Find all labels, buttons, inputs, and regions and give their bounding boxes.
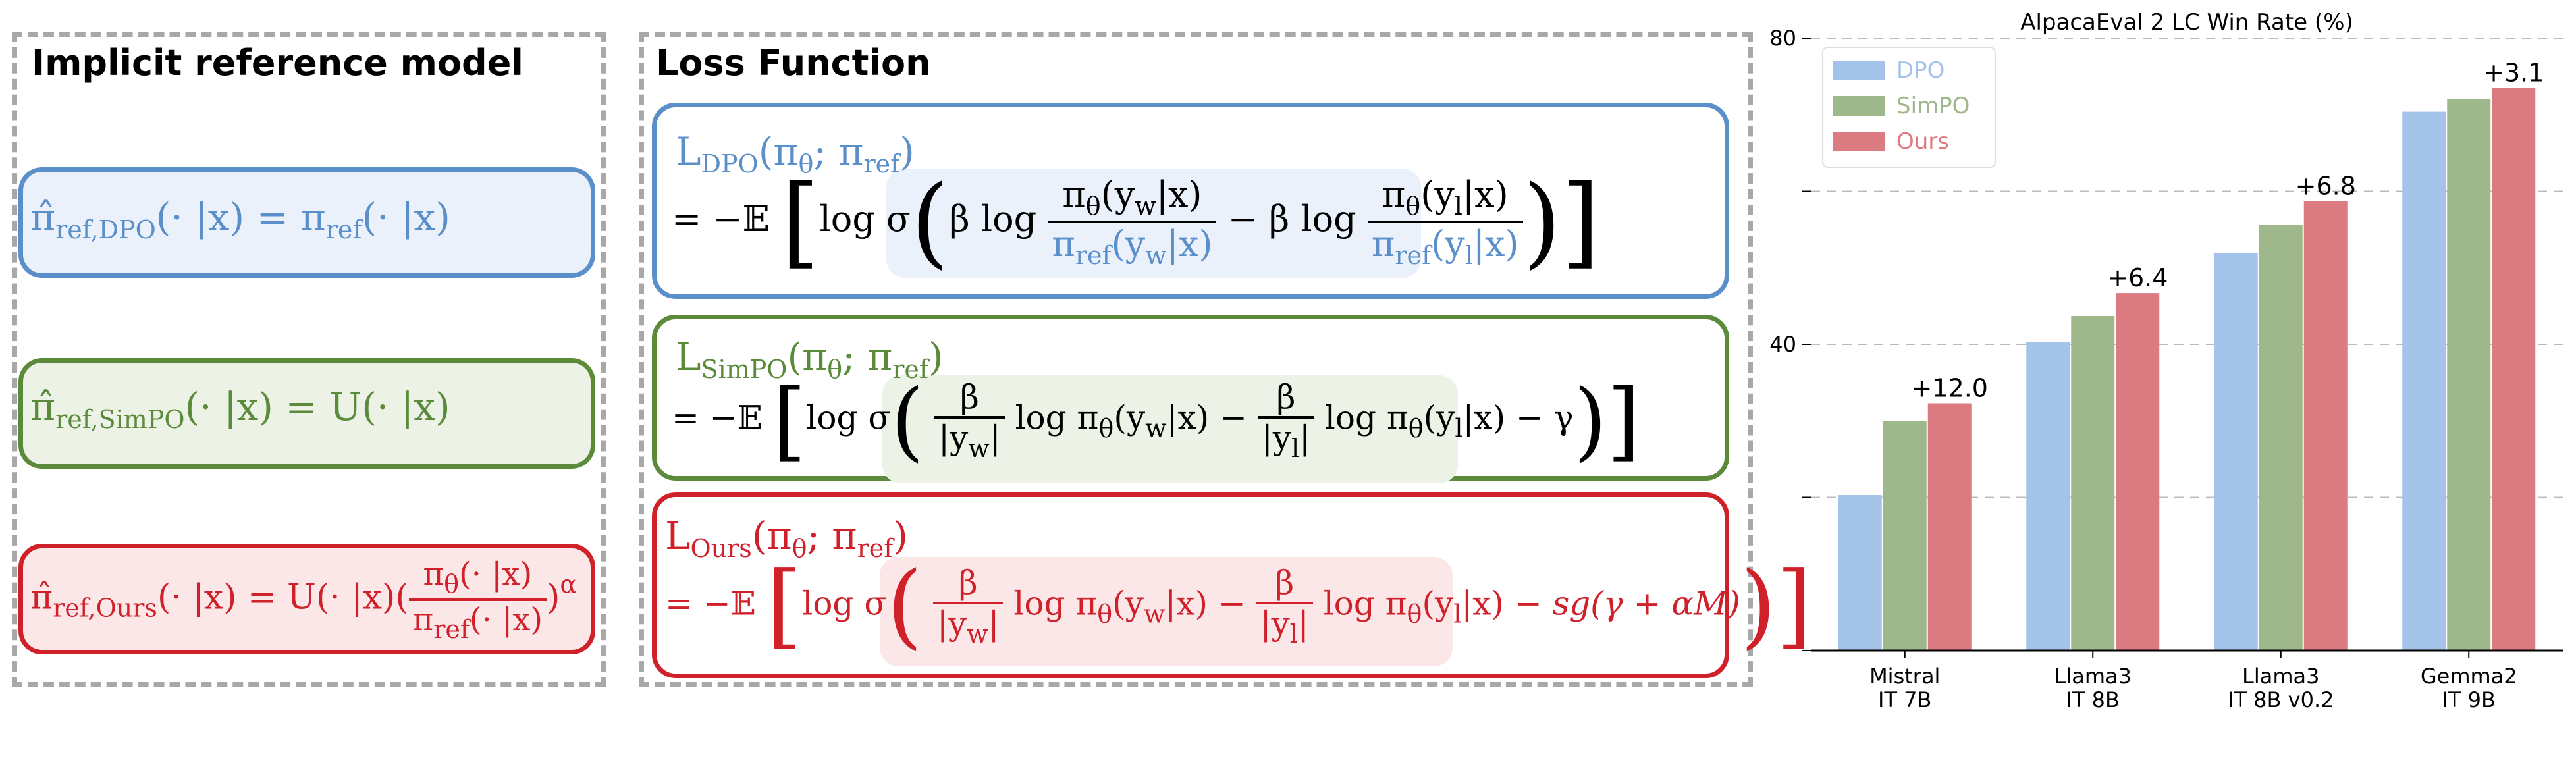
ours-loss-highlight <box>880 557 1453 666</box>
legend-label: DPO <box>1896 57 1945 84</box>
bar-simpo <box>2447 99 2491 650</box>
simpo-loss-label: LSimPO(πθ; πref) <box>676 334 944 384</box>
dpo-loss-label: LDPO(πθ; πref) <box>676 129 915 178</box>
bar-ours <box>1927 403 1972 650</box>
ours-loss-box <box>652 492 1729 678</box>
bar-dpo <box>2402 111 2446 651</box>
chart-axes: 40 80 <box>1769 26 2563 658</box>
bar-ours <box>2303 201 2348 650</box>
simpo-loss-expression: = −𝔼 [log σ( β|yw| log πθ(yw|x) − β|yl| … <box>672 370 1641 471</box>
x-tick-label: Llama3 <box>2242 664 2319 689</box>
bar-dpo <box>1838 495 1882 650</box>
x-tick-label: Mistral <box>1869 664 1940 689</box>
dpo-loss-highlight <box>886 169 1421 278</box>
simpo-reference-formula: π̂ref,SimPO(· |x) = U(· |x) <box>30 385 450 434</box>
loss-function-title: Loss Function <box>656 42 931 84</box>
x-tick-label: Gemma2 <box>2421 664 2517 689</box>
bar-ours <box>2492 88 2536 650</box>
bar-annotation: +3.1 <box>2483 59 2544 88</box>
bar-ours <box>2116 293 2160 650</box>
pi-hat-symbol: π̂ <box>30 195 56 240</box>
chart-legend: DPO SimPO Ours <box>1822 47 1996 168</box>
dpo-chosen-ratio: πθ(yw|x)πref(yw|x) <box>1048 174 1217 270</box>
legend-swatch <box>1833 132 1885 151</box>
implicit-reference-title: Implicit reference model <box>32 42 523 84</box>
simpo-reference-box <box>18 358 595 469</box>
loss-function-panel <box>639 32 1753 687</box>
chart-bars <box>1838 88 2536 651</box>
x-tick-label: IT 9B <box>2442 687 2496 712</box>
legend-label: SimPO <box>1896 93 1970 119</box>
bar-annotation: +6.4 <box>2107 263 2168 292</box>
y-tick-label: 40 <box>1769 332 1796 357</box>
bar-simpo <box>2071 315 2115 650</box>
chart-title: AlpacaEval 2 LC Win Rate (%) <box>2020 9 2353 36</box>
implicit-reference-panel <box>12 32 606 687</box>
bar-annotation: +12.0 <box>1912 374 1988 403</box>
ours-reference-formula: π̂ref,Ours(· |x) = U(· |x)(πθ(· |x)πref(… <box>30 556 577 644</box>
bar-dpo <box>2214 253 2258 651</box>
legend-swatch <box>1833 96 1885 116</box>
x-tick-label: IT 8B v0.2 <box>2228 687 2334 712</box>
dpo-loss-box <box>652 103 1729 299</box>
bar-simpo <box>2259 225 2303 650</box>
simpo-loss-highlight <box>882 375 1458 483</box>
ours-loss-label: LOurs(πθ; πref) <box>665 514 908 563</box>
dpo-reference-formula: π̂ref,DPO(· |x) = πref(· |x) <box>30 195 450 244</box>
y-tick-label: 80 <box>1769 26 1796 51</box>
bar-simpo <box>1883 421 1927 650</box>
bar-dpo <box>2026 342 2070 650</box>
dpo-rejected-ratio: πθ(yl|x)πref(yl|x) <box>1367 174 1523 270</box>
bar-annotation: +6.8 <box>2295 172 2356 201</box>
x-tick-label: IT 8B <box>2066 687 2120 712</box>
dpo-loss-expression: = −𝔼 [log σ(β log πθ(yw|x)πref(yw|x) − β… <box>672 165 1600 279</box>
ours-loss-expression: = −𝔼 [log σ( β|yw| log πθ(yw|x) − β|yl| … <box>665 552 1813 660</box>
legend-swatch <box>1833 61 1885 80</box>
ours-ratio-fraction: πθ(· |x)πref(· |x) <box>408 556 547 644</box>
x-tick-label: Llama3 <box>2054 664 2132 689</box>
legend-label: Ours <box>1896 128 1949 155</box>
x-tick-label: IT 7B <box>1878 687 1931 712</box>
dpo-reference-box <box>18 167 595 278</box>
